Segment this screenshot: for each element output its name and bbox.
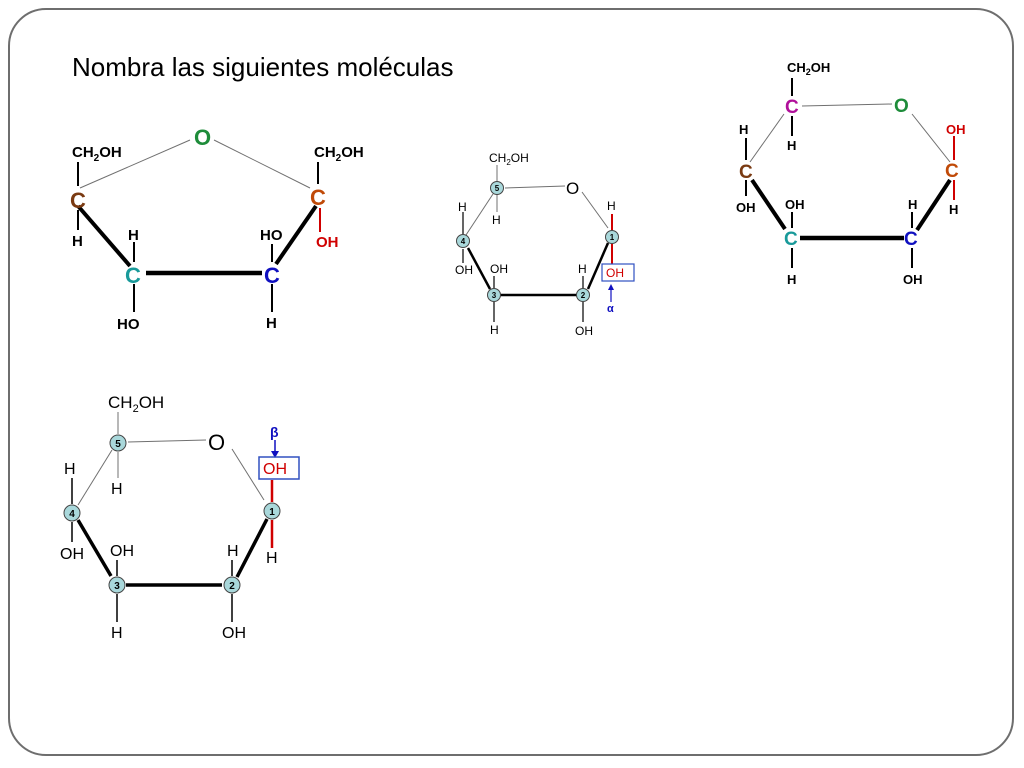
mol4-carbon-1: 1 — [263, 502, 281, 520]
mol4-carbon-3: 3 — [108, 576, 126, 594]
mol1-ring-oxygen: O — [194, 125, 211, 150]
mol3-carbon-bottom-left: C — [784, 229, 798, 250]
mol2-bonds — [462, 165, 614, 322]
mol4-carbon-5: 5 — [109, 434, 127, 452]
mol1-carbon-left: C — [70, 188, 86, 213]
svg-text:1: 1 — [610, 233, 615, 242]
mol3-carbon-bottom-right: C — [904, 229, 918, 250]
mol2-oh-highlight-box — [601, 263, 635, 282]
mol3-oh-right: OH — [946, 122, 966, 137]
mol2-carbon-1: 1 — [605, 230, 619, 244]
mol4-oh-highlight-box — [258, 456, 300, 480]
mol4-carbon-2: 2 — [223, 576, 241, 594]
mol1-carbon-bottom-left: C — [125, 263, 141, 288]
mol3-oh-bottom-right: OH — [903, 272, 923, 287]
mol3-carbon-left: C — [739, 162, 753, 183]
mol2-oh-c3-top: OH — [490, 262, 508, 276]
mol4-oh-c3-top: OH — [110, 543, 134, 560]
mol2-h-c2-top: H — [578, 262, 587, 276]
mol4-h-c2-top: H — [227, 543, 239, 560]
mol1-ch2oh-right: CH2OH — [314, 144, 364, 164]
mol2-carbon-4: 4 — [456, 234, 470, 248]
mol4-oh-c2-bottom: OH — [222, 625, 246, 642]
mol2-h-c4-top: H — [458, 200, 467, 214]
mol4-bonds — [71, 412, 279, 622]
mol4-beta-label: β — [270, 424, 279, 440]
mol1-bonds — [76, 139, 321, 312]
mol3-bonds — [745, 78, 955, 268]
mol1-h-bottom-left-top: H — [128, 227, 139, 244]
mol2-oh-c2-bottom: OH — [575, 324, 593, 338]
slide-title: Nombra las siguientes moléculas — [72, 52, 454, 82]
svg-text:1: 1 — [269, 507, 275, 518]
mol2-carbon-5: 5 — [490, 181, 504, 195]
mol1-ho-bottom-right-top: HO — [260, 227, 283, 244]
mol3-h-under-c: H — [787, 138, 796, 153]
svg-text:4: 4 — [69, 509, 75, 520]
mol3-h-bottom-right-top: H — [908, 197, 917, 212]
svg-text:3: 3 — [114, 581, 120, 592]
mol1-carbon-bottom-right: C — [264, 263, 280, 288]
mol4-h-c5-low: H — [111, 481, 123, 498]
mol4-carbon-4: 4 — [63, 504, 81, 522]
mol2-h-c5-low: H — [492, 213, 501, 227]
svg-text:3: 3 — [492, 291, 497, 300]
mol3-oh-bottom-left-top: OH — [785, 197, 805, 212]
mol4-ring-oxygen: O — [208, 430, 225, 455]
mol2-oh-c1: OH — [606, 266, 624, 280]
mol4-ch2oh: CH2OH — [108, 393, 164, 415]
mol1-ch2oh-left: CH2OH — [72, 144, 122, 164]
mol4-h-c4-top: H — [64, 461, 76, 478]
slide-frame — [8, 8, 1014, 756]
mol4-oh-c4: OH — [60, 546, 84, 563]
svg-text:2: 2 — [581, 291, 586, 300]
mol1-oh-right: OH — [316, 234, 339, 251]
mol1-carbon-right: C — [310, 185, 326, 210]
svg-text:5: 5 — [115, 439, 121, 450]
svg-text:2: 2 — [229, 581, 235, 592]
mol2-h-c1-top: H — [607, 199, 616, 213]
mol4-h-c1-bottom: H — [266, 550, 278, 567]
mol3-carbon-top: C — [785, 97, 799, 118]
svg-text:4: 4 — [461, 237, 466, 246]
mol2-carbon-2: 2 — [576, 288, 590, 302]
mol2-h-c3-bottom: H — [490, 323, 499, 337]
mol1-h-left: H — [72, 233, 83, 250]
mol2-ring-oxygen: O — [566, 179, 579, 198]
mol2-ch2oh: CH2OH — [489, 151, 529, 167]
mol2-carbon-3: 3 — [487, 288, 501, 302]
mol1-h-bottom-right: H — [266, 315, 277, 332]
mol3-h-right: H — [949, 202, 958, 217]
mol2-alpha-label: α — [607, 303, 614, 315]
mol3-carbon-right: C — [945, 161, 959, 182]
mol1-ho-bottom-left: HO — [117, 316, 140, 333]
mol4-h-c3-bottom: H — [111, 625, 123, 642]
mol3-h-bottom-left: H — [787, 272, 796, 287]
mol3-h-top-left: H — [739, 122, 748, 137]
mol2-oh-c4: OH — [455, 263, 473, 277]
svg-text:5: 5 — [495, 184, 500, 193]
mol3-ring-oxygen: O — [894, 96, 909, 117]
mol3-ch2oh: CH2OH — [787, 60, 830, 77]
mol4-oh-c1: OH — [263, 461, 287, 478]
mol3-oh-left: OH — [736, 200, 756, 215]
